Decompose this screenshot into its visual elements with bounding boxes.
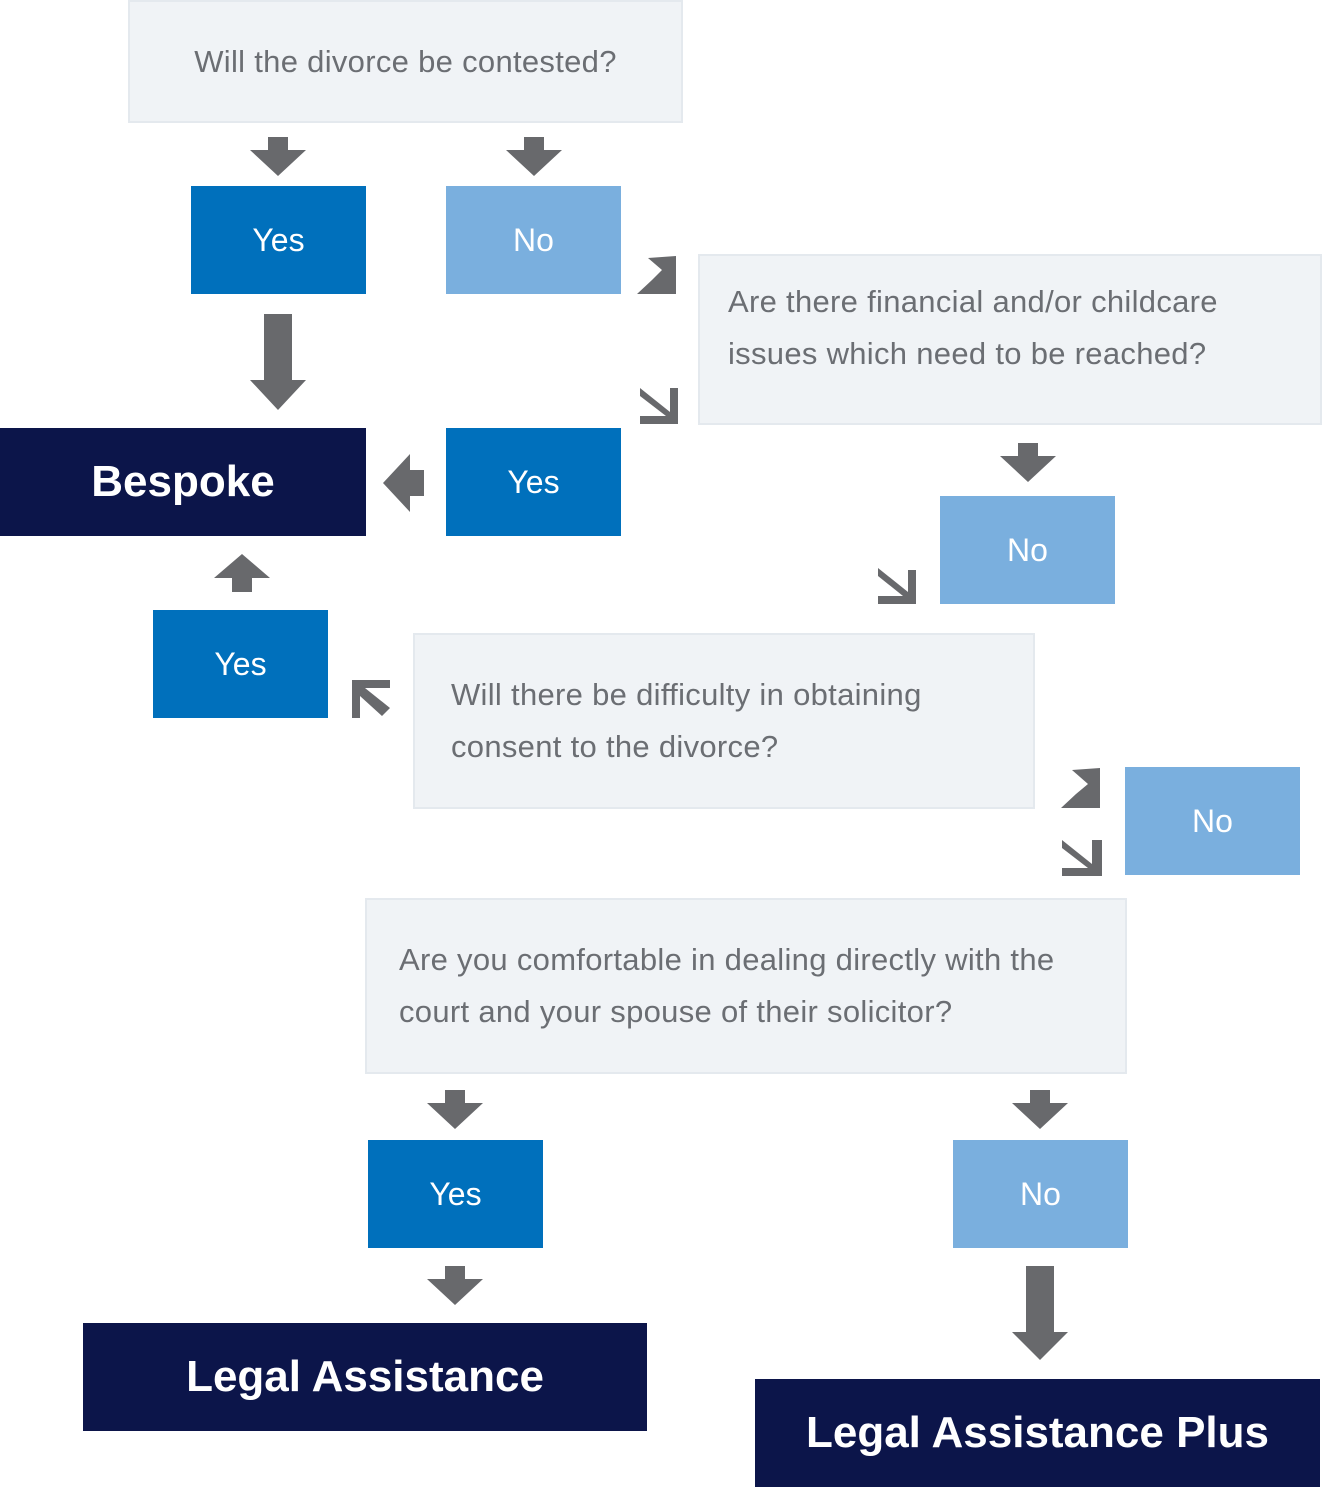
arrow-down-q4-yes xyxy=(427,1090,483,1129)
outcome-legal-assistance-plus-label: Legal Assistance Plus xyxy=(805,1408,1269,1457)
outcome-bespoke: Bespoke xyxy=(0,428,366,536)
arrow-down-q1-no xyxy=(506,137,562,176)
q4-yes-label: Yes xyxy=(429,1175,482,1212)
q2-yes-label: Yes xyxy=(507,463,560,500)
arrow-down-q1-yes xyxy=(250,137,306,176)
arrow-diag-no-q3-right xyxy=(1061,768,1100,808)
outcome-legal-assistance: Legal Assistance xyxy=(83,1323,647,1431)
q2-yes-box: Yes xyxy=(446,428,621,536)
arrow-diag-no-q3 xyxy=(878,568,916,604)
q4-yes-box: Yes xyxy=(368,1140,543,1248)
question-consent: Will there be difficulty in obtaining co… xyxy=(413,633,1035,809)
q2-no-label: No xyxy=(1007,531,1048,568)
q3-no-label: No xyxy=(1192,802,1233,839)
question-comfortable-text: Are you comfortable in dealing directly … xyxy=(399,942,1055,1029)
q4-no-label: No xyxy=(1020,1175,1061,1212)
q3-yes-box: Yes xyxy=(153,610,328,718)
arrow-up-yes-bespoke xyxy=(214,554,270,592)
arrow-diag-q3-yes xyxy=(352,680,390,718)
question-financial-childcare: Are there financial and/or childcare iss… xyxy=(698,254,1322,425)
question-consent-text: Will there be difficulty in obtaining co… xyxy=(451,677,922,764)
arrow-down-no-legal-assistance-plus xyxy=(1012,1266,1068,1360)
question-contested-text: Will the divorce be contested? xyxy=(194,43,617,79)
arrow-down-yes-legal-assistance xyxy=(427,1266,483,1305)
question-comfortable: Are you comfortable in dealing directly … xyxy=(365,898,1127,1074)
q2-no-box: No xyxy=(940,496,1115,604)
question-contested: Will the divorce be contested? xyxy=(128,0,683,123)
arrow-down-q2-no xyxy=(1000,443,1056,482)
q3-yes-label: Yes xyxy=(214,645,267,682)
outcome-bespoke-label: Bespoke xyxy=(91,457,275,506)
arrow-down-q4-no xyxy=(1012,1090,1068,1129)
arrow-left-yes-bespoke xyxy=(383,454,424,512)
arrow-diag-q2-yes xyxy=(640,388,678,424)
q1-no-box: No xyxy=(446,186,621,294)
q1-no-label: No xyxy=(513,221,554,258)
outcome-legal-assistance-plus: Legal Assistance Plus xyxy=(755,1379,1320,1487)
q3-no-box: No xyxy=(1125,767,1300,875)
q1-yes-label: Yes xyxy=(252,221,305,258)
question-financial-childcare-text: Are there financial and/or childcare iss… xyxy=(728,284,1218,371)
q1-yes-box: Yes xyxy=(191,186,366,294)
arrow-down-yes-bespoke xyxy=(250,314,306,410)
arrow-diag-no-q2 xyxy=(637,256,676,294)
arrow-diag-no-q4 xyxy=(1062,840,1102,876)
q4-no-box: No xyxy=(953,1140,1128,1248)
outcome-legal-assistance-label: Legal Assistance xyxy=(186,1352,544,1401)
